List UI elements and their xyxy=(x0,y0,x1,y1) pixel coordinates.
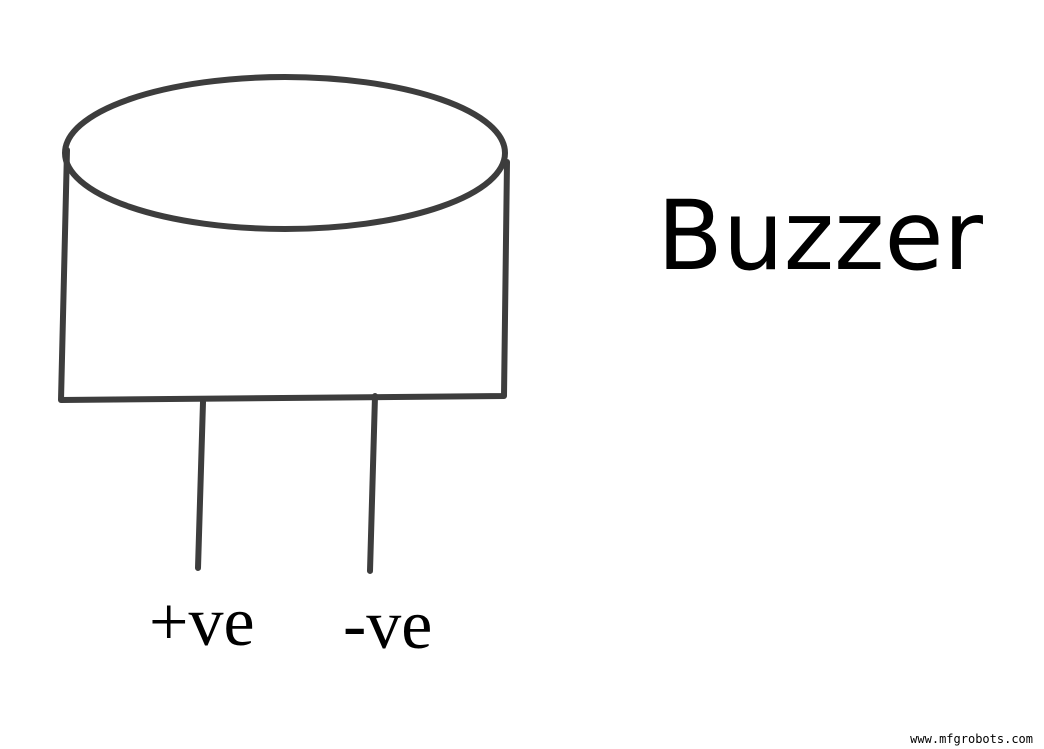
positive-lead xyxy=(195,399,206,571)
buzzer-top-ellipse xyxy=(62,74,508,232)
watermark-text: www.mfgrobots.com xyxy=(910,732,1033,746)
negative-lead xyxy=(367,393,378,574)
diagram-title: Buzzer xyxy=(657,180,984,292)
buzzer-body-outline xyxy=(58,147,510,403)
negative-pin-label: -ve xyxy=(343,587,432,664)
positive-pin-label: +ve xyxy=(149,584,255,661)
buzzer-drawing xyxy=(58,74,510,574)
